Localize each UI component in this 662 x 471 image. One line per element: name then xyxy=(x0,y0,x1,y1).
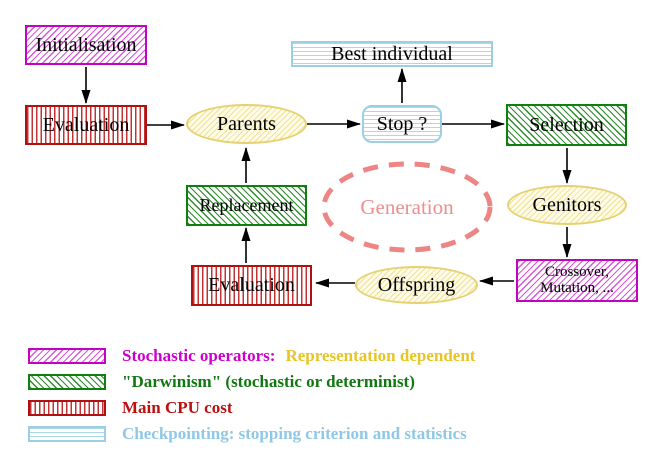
legend-row-stochastic: Stochastic operators: Representation depe… xyxy=(122,346,475,366)
node-evaluation-bottom: Evaluation xyxy=(191,265,312,306)
legend-representation-label: Representation dependent xyxy=(285,346,476,365)
generation-dashed-ellipse xyxy=(321,161,493,253)
node-evaluation-top: Evaluation xyxy=(25,105,147,145)
legend-row-checkpointing: Checkpointing: stopping criterion and st… xyxy=(122,424,467,443)
node-best-individual: Best individual xyxy=(291,41,493,67)
crossover-line2: Mutation, ... xyxy=(540,279,614,296)
generation-label: Generation xyxy=(360,195,454,219)
legend-swatch-checkpointing xyxy=(28,426,106,442)
node-replacement: Replacement xyxy=(186,185,307,226)
legend-row-cpu-cost: Main CPU cost xyxy=(122,398,233,417)
legend-swatch-darwinism xyxy=(28,374,106,390)
node-initialisation: Initialisation xyxy=(25,25,147,65)
node-crossover-mutation: Crossover, Mutation, ... xyxy=(516,259,638,302)
legend-stochastic-label: Stochastic operators: xyxy=(122,346,276,365)
node-parents: Parents xyxy=(186,104,307,144)
legend-swatch-cpu-cost xyxy=(28,400,106,416)
node-selection: Selection xyxy=(506,104,627,146)
node-offspring: Offspring xyxy=(355,266,478,304)
node-stop: Stop ? xyxy=(362,105,442,143)
crossover-line1: Crossover, xyxy=(545,263,609,280)
legend-swatch-stochastic-operators xyxy=(28,348,106,364)
legend-row-darwinism: "Darwinism" (stochastic or determinist) xyxy=(122,372,415,391)
node-genitors: Genitors xyxy=(507,185,627,225)
